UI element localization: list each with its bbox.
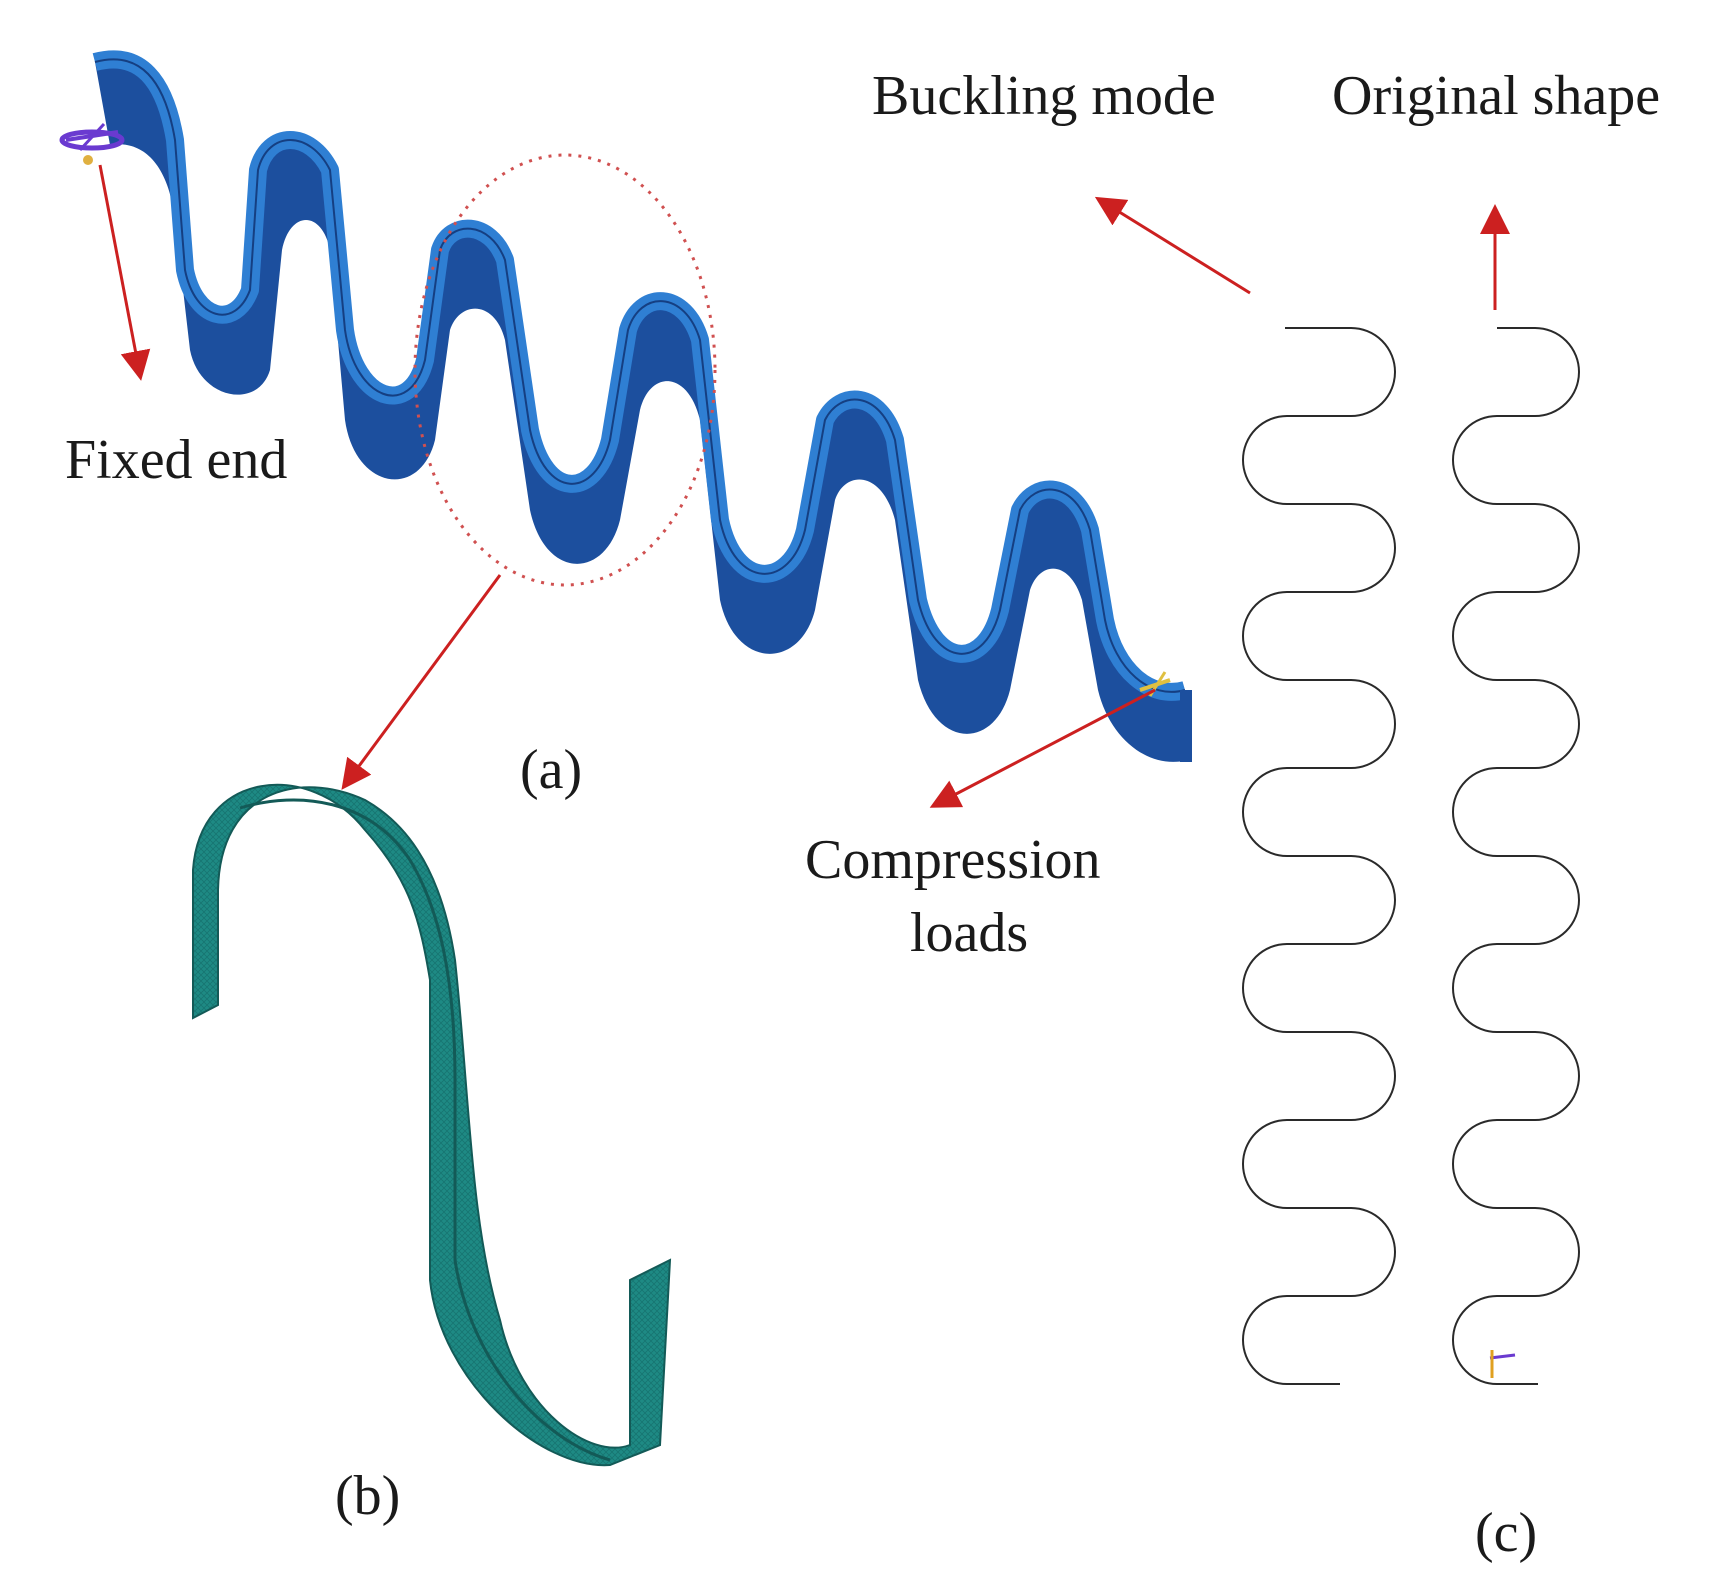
buckling-mode-arrow — [1094, 196, 1251, 295]
buckling-mode-label: Buckling mode — [872, 65, 1216, 127]
panel-a-label: (a) — [520, 739, 583, 801]
fixed-end-arrow — [98, 164, 151, 381]
detail-strip-inner — [239, 798, 611, 1462]
base-load-marker — [1489, 1350, 1516, 1378]
original-shape-label: Original shape — [1332, 65, 1661, 127]
compression-loads-label-line2: loads — [910, 902, 1029, 964]
compression-arrow — [929, 688, 1156, 808]
buckling-mode-outline — [1242, 327, 1396, 1385]
fixed-end-marker — [59, 122, 125, 165]
serpentine-strip-3d — [92, 50, 1192, 762]
detail-arrow — [341, 574, 502, 790]
strip-edge-line — [94, 58, 1186, 693]
panel-b-label: (b) — [335, 1465, 401, 1527]
panel-c-label: (c) — [1475, 1502, 1538, 1564]
detail-strip-front — [192, 783, 672, 1467]
strip-end-tab — [1180, 690, 1192, 762]
detail-strip-mesh — [192, 783, 672, 1467]
original-shape-outline — [1452, 327, 1580, 1385]
fixed-end-label: Fixed end — [65, 429, 288, 491]
detail-highlight-ellipse — [413, 153, 717, 587]
compression-loads-label-line1: Compression — [805, 829, 1101, 891]
